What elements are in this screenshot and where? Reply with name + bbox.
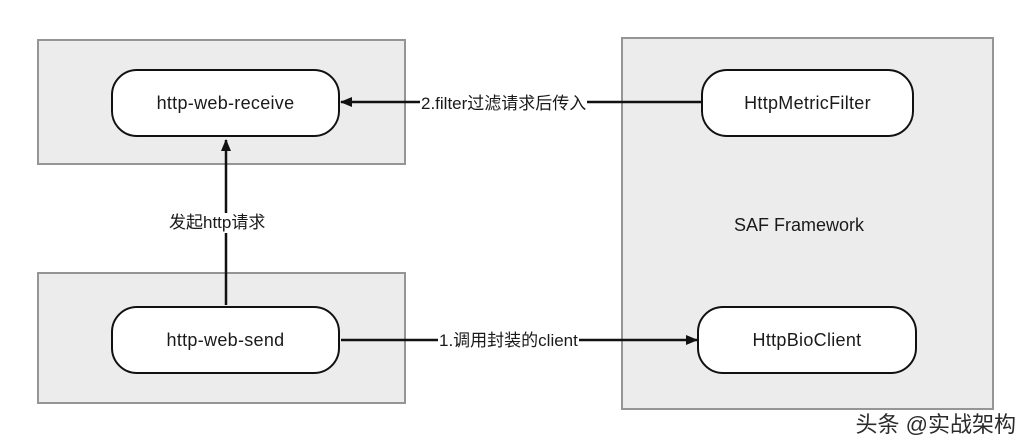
node-http-web-receive: http-web-receive [111, 69, 340, 137]
edge-label-send-to-client: 1.调用封装的client [438, 331, 579, 351]
node-label: http-web-receive [156, 92, 295, 113]
node-http-web-send: http-web-send [111, 306, 340, 374]
node-label: http-web-send [166, 329, 285, 350]
watermark: 头条 @实战架构 [855, 412, 1016, 437]
node-label: HttpBioClient [752, 329, 862, 350]
edge-label-send-to-receive: 发起http请求 [168, 213, 267, 233]
saf-framework-label: SAF Framework [734, 215, 865, 235]
node-label: HttpMetricFilter [744, 92, 871, 113]
node-http-metric-filter: HttpMetricFilter [701, 69, 914, 137]
edge-label-filter-to-receive: 2.filter过滤请求后传入 [420, 94, 588, 114]
node-http-bio-client: HttpBioClient [697, 306, 917, 374]
